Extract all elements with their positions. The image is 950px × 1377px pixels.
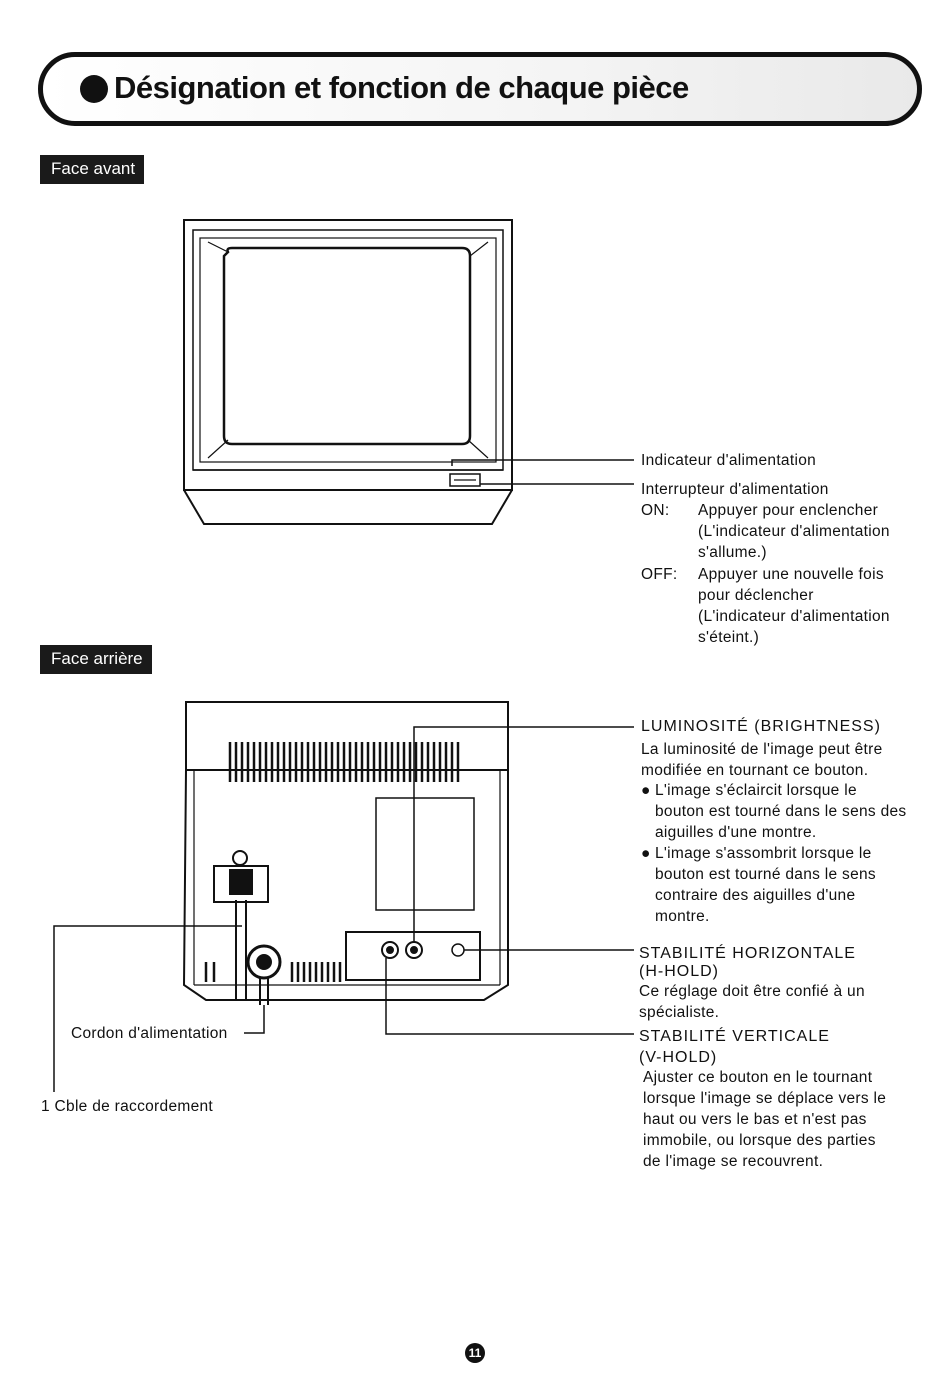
bullet-icon: ● [641, 782, 651, 799]
label-power-cord: Cordon d'alimentation [71, 1025, 228, 1042]
hhold-line-2: spécialiste. [639, 1004, 720, 1021]
brightness-bullet-2-line-4: montre. [655, 908, 710, 925]
bullet-icon [80, 75, 108, 103]
tv-front-illustration [183, 219, 513, 525]
hhold-title-2: (H-HOLD) [639, 963, 719, 980]
title-band [38, 52, 922, 126]
label-cable: 1 Cble de raccordement [41, 1098, 214, 1115]
vhold-line-3: haut ou vers le bas et n'est pas [643, 1111, 867, 1128]
section-label-front: Face avant [40, 155, 145, 184]
brightness-bullet-1-line-2: bouton est tourné dans le sens des [655, 803, 907, 820]
hhold-title-1: STABILITÉ HORIZONTALE [639, 945, 856, 962]
vhold-title-2: (V-HOLD) [639, 1049, 718, 1066]
brightness-title: LUMINOSITÉ (BRIGHTNESS) [641, 718, 881, 735]
vhold-line-5: de l'image se recouvrent. [643, 1153, 824, 1170]
off-line-2: pour déclencher [698, 587, 814, 604]
on-line-2: (L'indicateur d'alimentation [698, 523, 890, 540]
section-label-rear: Face arrière [40, 645, 152, 674]
brightness-bullet-2-line-2: bouton est tourné dans le sens [655, 866, 876, 883]
vhold-title-1: STABILITÉ VERTICALE [639, 1028, 830, 1045]
label-power-switch: Interrupteur d'alimentation [641, 481, 829, 498]
tv-rear-illustration [182, 701, 509, 1005]
page-title: Désignation et fonction de chaque pièce [114, 70, 689, 105]
brightness-bullet-2-line-3: contraire des aiguilles d'une [655, 887, 856, 904]
label-power-indicator: Indicateur d'alimentation [641, 452, 817, 469]
off-key: OFF: [641, 566, 678, 583]
brightness-line-2: modifiée en tournant ce bouton. [641, 762, 869, 779]
off-line-1: Appuyer une nouvelle fois [698, 566, 884, 583]
off-line-3: (L'indicateur d'alimentation [698, 608, 890, 625]
off-line-4: s'éteint.) [698, 629, 760, 646]
brightness-bullet-2-line-1: L'image s'assombrit lorsque le [655, 845, 872, 862]
on-key: ON: [641, 502, 670, 519]
page-number: 11 [465, 1343, 485, 1363]
hhold-line-1: Ce réglage doit être confié à un [639, 983, 865, 1000]
brightness-line-1: La luminosité de l'image peut être [641, 741, 883, 758]
on-line-3: s'allume.) [698, 544, 767, 561]
on-line-1: Appuyer pour enclencher [698, 502, 879, 519]
brightness-bullet-1-line-3: aiguilles d'une montre. [655, 824, 817, 841]
vhold-line-4: immobile, ou lorsque des parties [643, 1132, 876, 1149]
vhold-line-1: Ajuster ce bouton en le tournant [643, 1069, 873, 1086]
brightness-bullet-1-line-1: L'image s'éclaircit lorsque le [655, 782, 857, 799]
vhold-line-2: lorsque l'image se déplace vers le [643, 1090, 887, 1107]
bullet-icon: ● [641, 845, 651, 862]
